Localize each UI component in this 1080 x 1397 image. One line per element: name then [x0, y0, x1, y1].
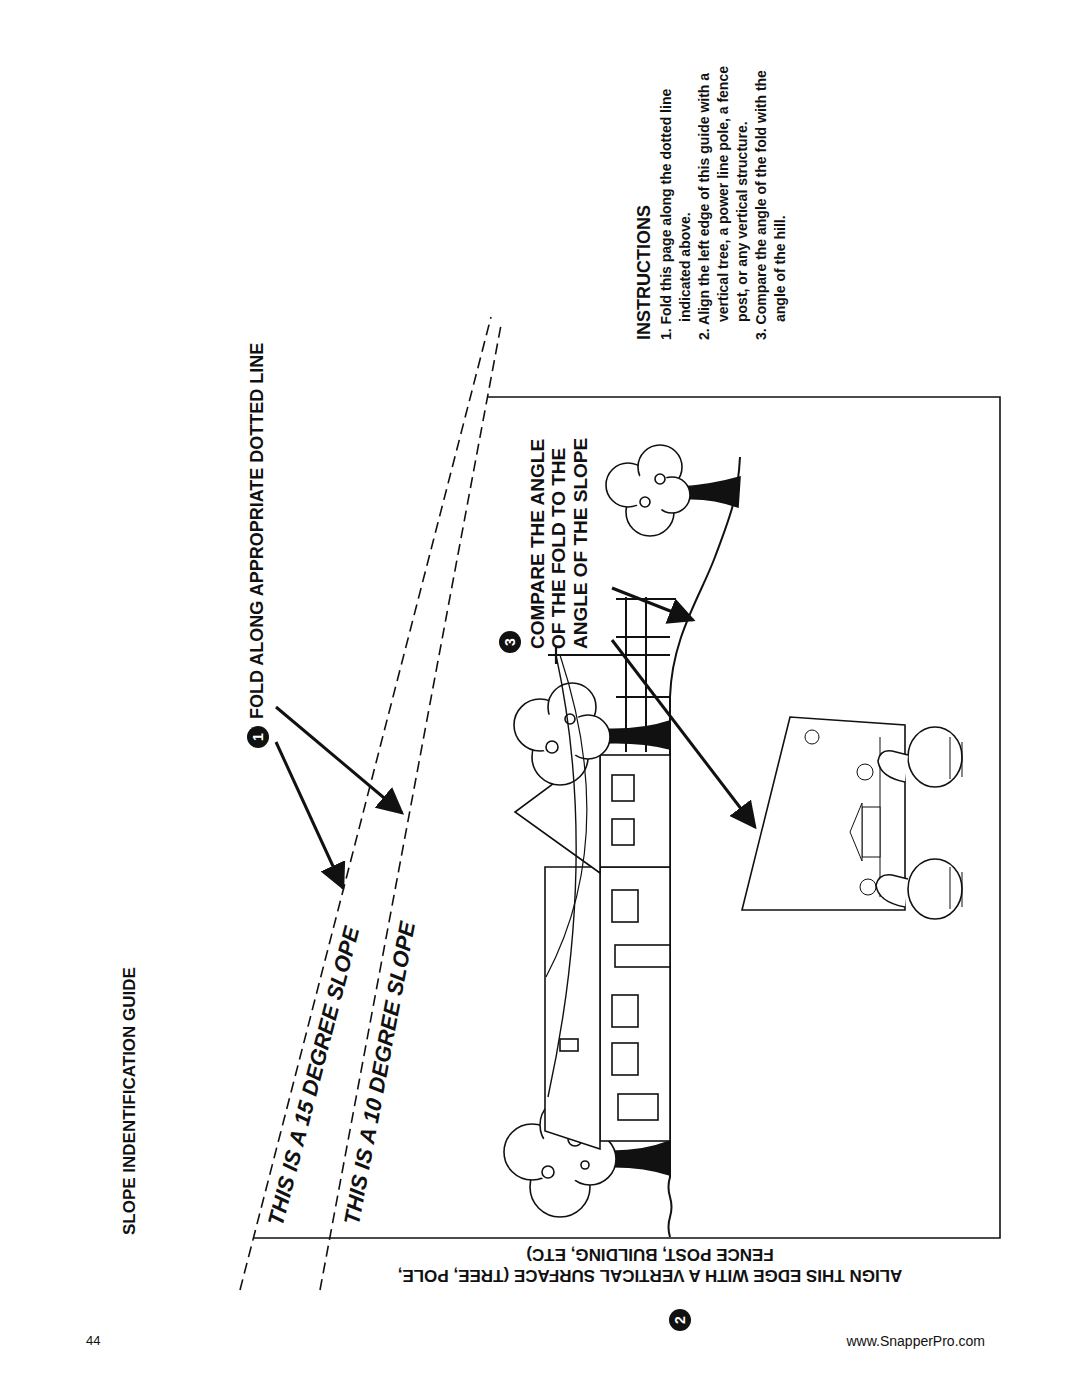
callout-number: 3: [499, 631, 521, 653]
tree: [606, 445, 740, 536]
leader-arrow: [276, 742, 343, 888]
page-number: 44: [86, 1333, 100, 1348]
instruction-step: 1. Fold this page along the dotted line …: [657, 44, 695, 340]
edge-instruction: ALIGN THIS EDGE WITH A VERTICAL SURFACE …: [395, 1244, 905, 1287]
leader-arrow: [612, 588, 693, 620]
instructions-block: INSTRUCTIONS1. Fold this page along the …: [634, 44, 790, 340]
callout-number: 2: [669, 1309, 691, 1331]
guide-edge: [254, 397, 1000, 1238]
instruction-step: 3. Compare the angle of the fold with th…: [752, 44, 790, 340]
compare-instruction: COMPARE THE ANGLE OF THE FOLD TO THE ANG…: [527, 409, 591, 649]
house: [515, 749, 670, 1149]
ground-hill: [669, 457, 741, 1237]
fold-line-10: [320, 325, 501, 1290]
power-pole: [546, 646, 670, 1097]
fold-instruction: FOLD ALONG APPROPRIATE DOTTED LINE: [247, 343, 268, 719]
fence: [616, 597, 676, 752]
instruction-step: 2. Align the left edge of this guide wit…: [695, 44, 752, 340]
hand-held-guide: [742, 717, 962, 919]
callout-number: 1: [247, 726, 269, 748]
guide-title: SLOPE INDENTIFICATION GUIDE: [120, 967, 140, 1235]
fold-line-15: [240, 317, 491, 1290]
leader-arrow: [276, 707, 402, 813]
instructions-heading: INSTRUCTIONS: [634, 44, 655, 340]
website: www.SnapperPro.com: [800, 1333, 985, 1349]
